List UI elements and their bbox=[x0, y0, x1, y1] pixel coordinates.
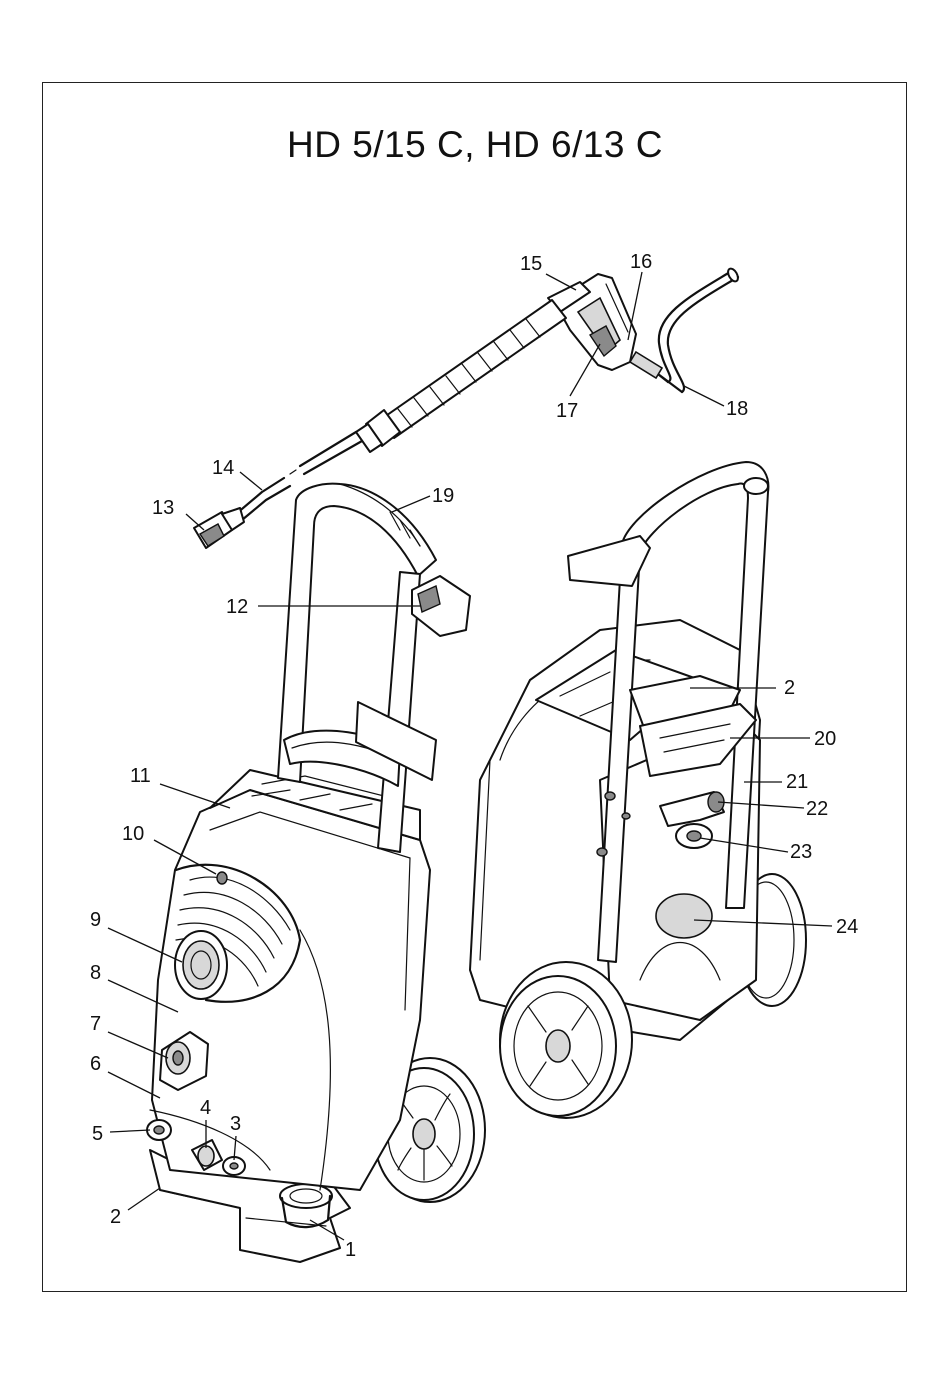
callout-16: 16 bbox=[630, 251, 652, 273]
rear-view-machine bbox=[470, 462, 806, 1118]
leader-18 bbox=[684, 386, 724, 406]
callout-21: 21 bbox=[786, 771, 808, 793]
callout-12: 12 bbox=[226, 596, 248, 618]
leader-14 bbox=[240, 472, 262, 490]
callout-17: 17 bbox=[556, 400, 578, 422]
callout-3: 3 bbox=[230, 1113, 241, 1135]
callout-15: 15 bbox=[520, 253, 542, 275]
leader-5 bbox=[110, 1130, 150, 1132]
callout-24: 24 bbox=[836, 916, 858, 938]
callout-13: 13 bbox=[152, 497, 174, 519]
leader-15 bbox=[546, 274, 576, 290]
callout-6: 6 bbox=[90, 1053, 101, 1075]
callout-10: 10 bbox=[122, 823, 144, 845]
callout-2-rear: 2 bbox=[784, 677, 795, 699]
leader-19 bbox=[392, 496, 430, 512]
callout-20: 20 bbox=[814, 728, 836, 750]
leader-2-front bbox=[128, 1188, 160, 1210]
callout-19: 19 bbox=[432, 485, 454, 507]
callout-1: 1 bbox=[345, 1239, 356, 1261]
callout-22: 22 bbox=[806, 798, 828, 820]
leader-17 bbox=[570, 344, 600, 396]
leader-11 bbox=[160, 784, 230, 808]
callout-4: 4 bbox=[200, 1097, 211, 1119]
callout-2-front: 2 bbox=[110, 1206, 121, 1228]
callout-18: 18 bbox=[726, 398, 748, 420]
front-view-machine bbox=[147, 484, 485, 1262]
callout-11: 11 bbox=[130, 765, 151, 787]
callout-14: 14 bbox=[212, 457, 234, 479]
callout-5: 5 bbox=[92, 1123, 103, 1145]
callout-7: 7 bbox=[90, 1013, 101, 1035]
callout-23: 23 bbox=[790, 841, 812, 863]
callout-8: 8 bbox=[90, 962, 101, 984]
callout-9: 9 bbox=[90, 909, 101, 931]
